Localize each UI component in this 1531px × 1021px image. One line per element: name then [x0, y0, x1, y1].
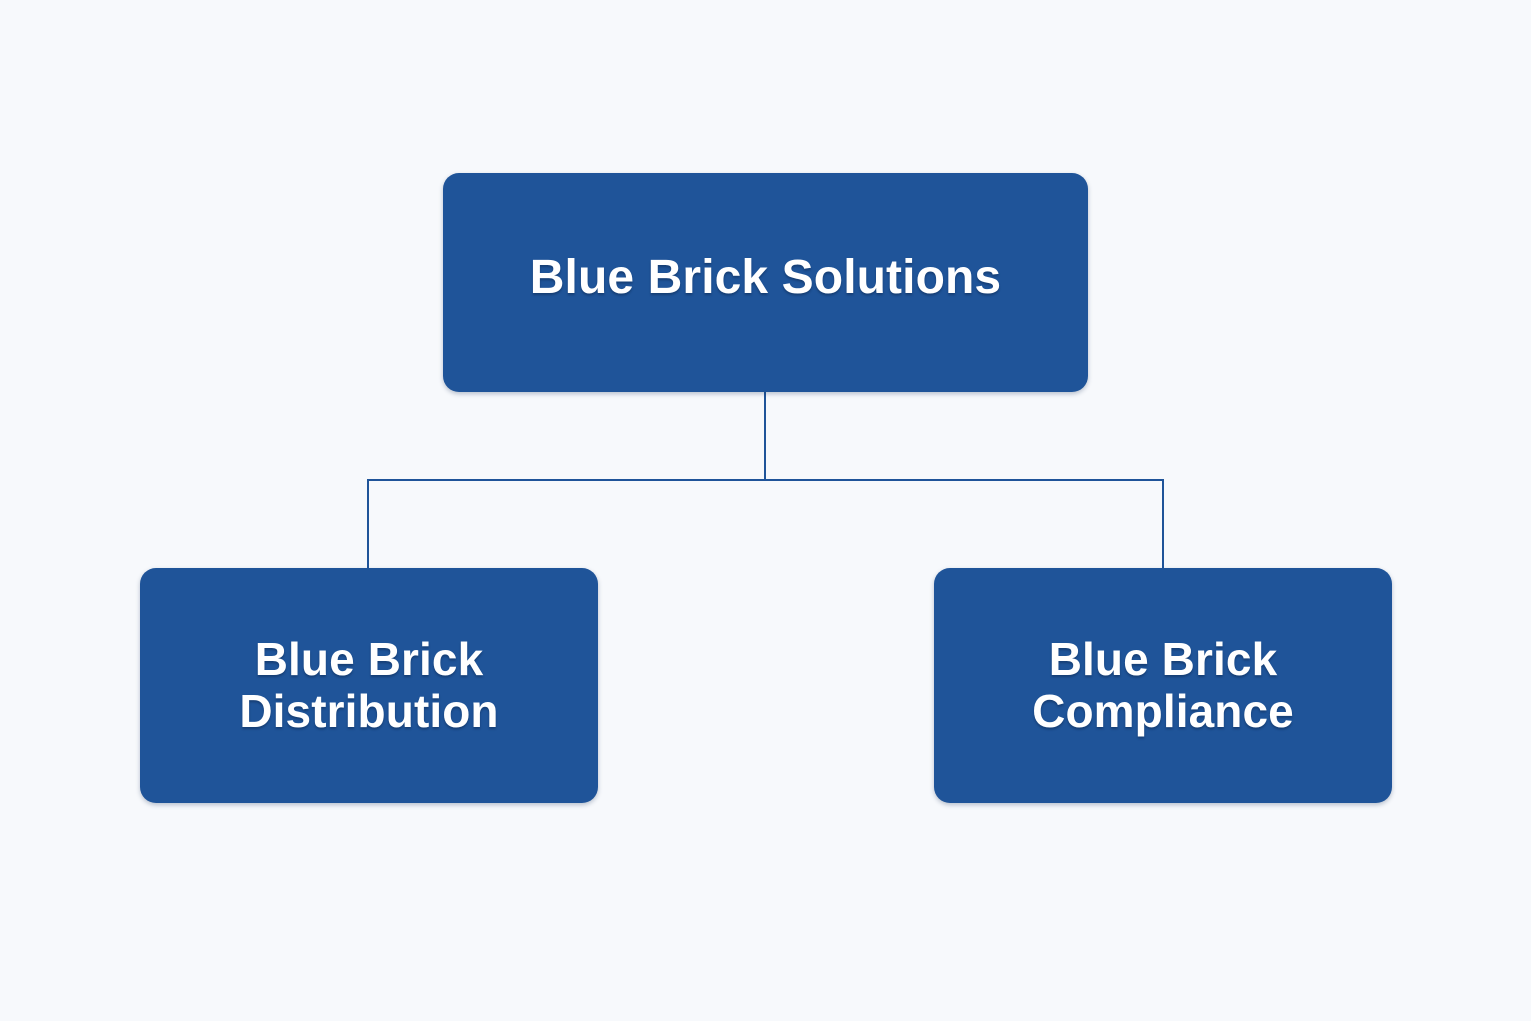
org-node-distribution-label: Blue Brick Distribution [239, 632, 499, 737]
org-node-root-label: Blue Brick Solutions [529, 251, 1002, 304]
org-node-distribution[interactable]: Blue Brick Distribution [140, 568, 598, 803]
org-node-compliance[interactable]: Blue Brick Compliance [934, 568, 1392, 803]
org-node-compliance-label: Blue Brick Compliance [1032, 632, 1294, 737]
org-node-root[interactable]: Blue Brick Solutions [443, 173, 1088, 392]
